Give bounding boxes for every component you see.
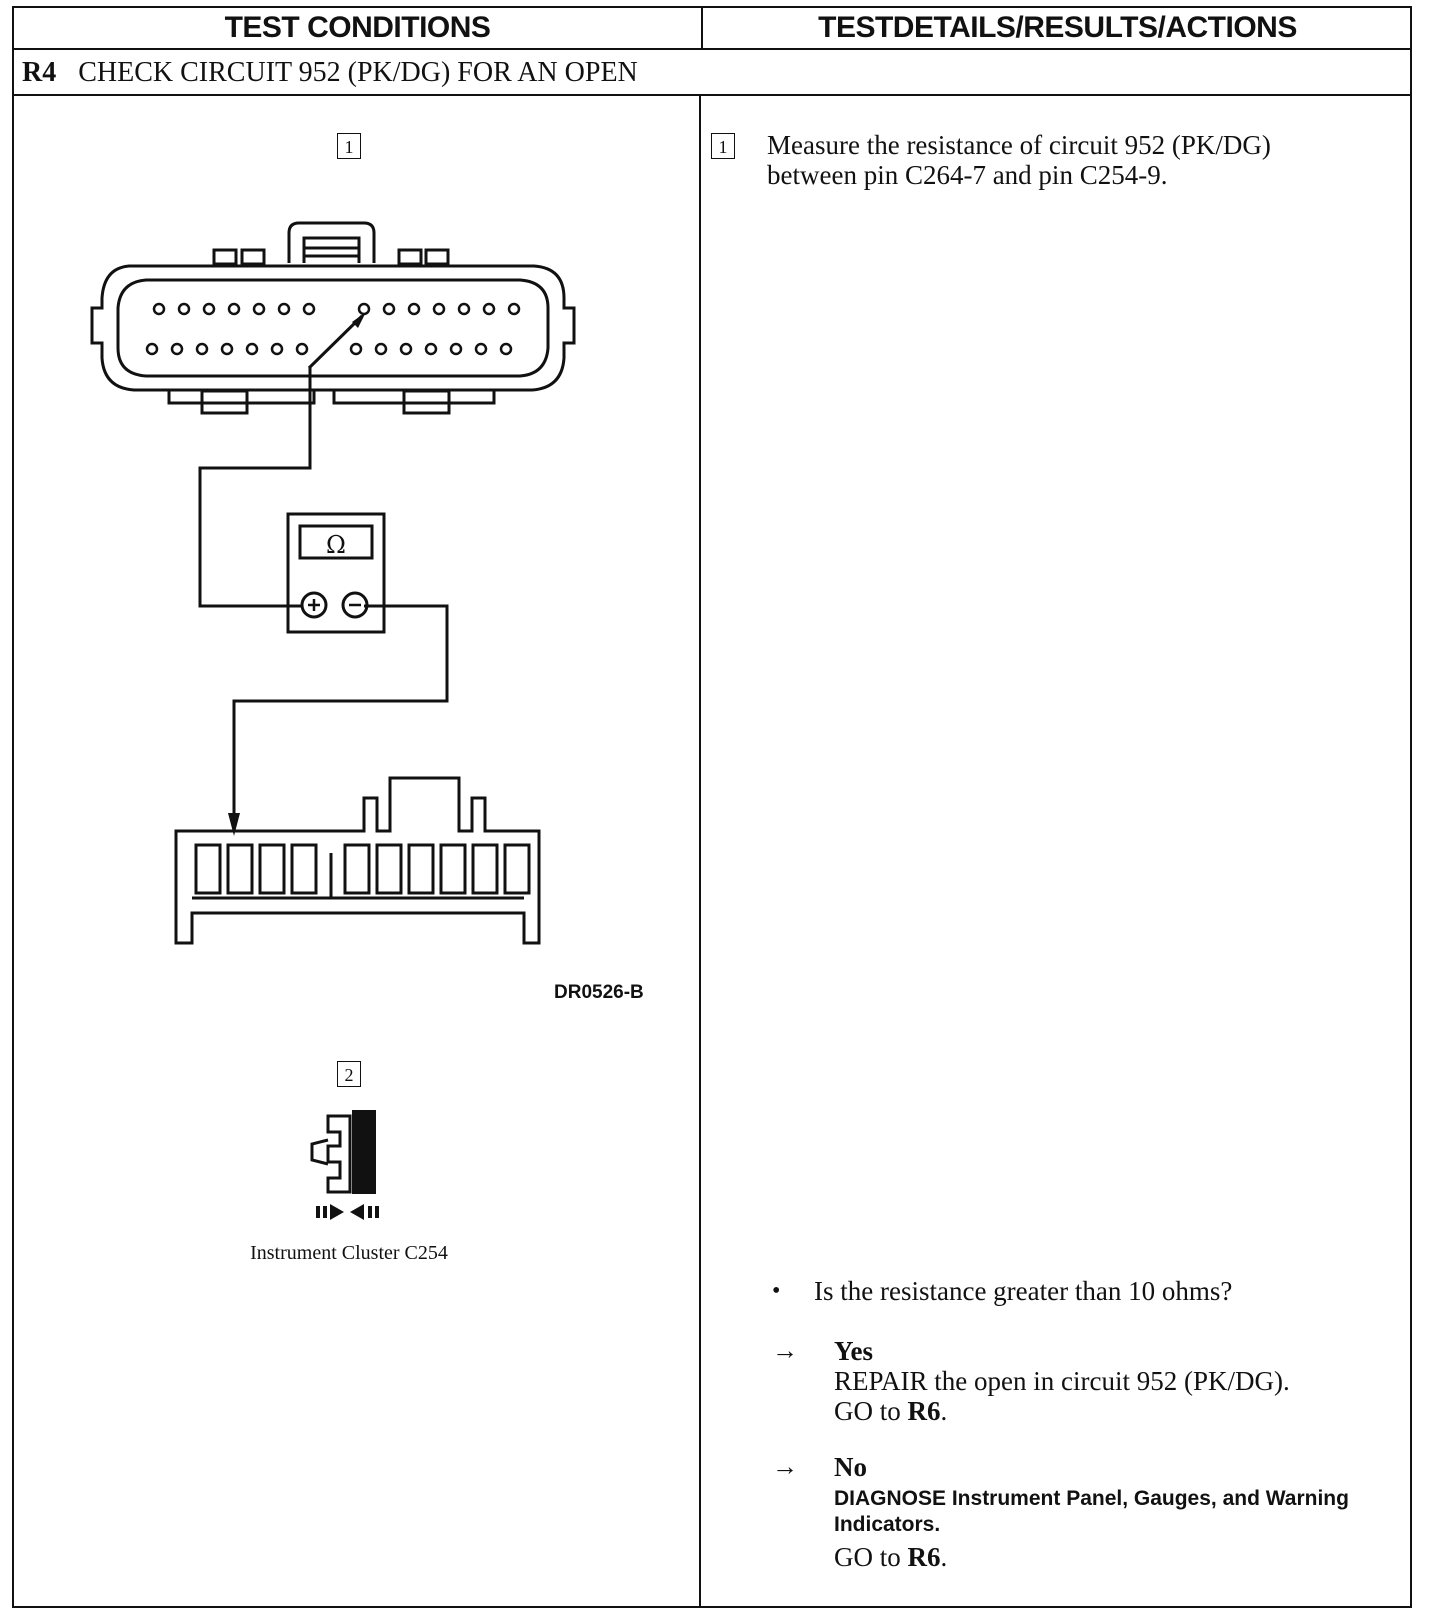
yes-goto-target: R6 [907, 1396, 941, 1426]
column-header-test-details: TESTDETAILS/RESULTS/ACTIONS [818, 11, 1297, 44]
figure-id: DR0526-B [554, 982, 644, 1003]
column-header-test-conditions: TEST CONDITIONS [224, 11, 491, 44]
question-text: Is the resistance greater than 10 ohms? [814, 1276, 1233, 1306]
figure2-caption: Instrument Cluster C254 [250, 1242, 448, 1264]
no-goto: GO to R6. [834, 1542, 948, 1572]
yes-action: REPAIR the open in circuit 952 (PK/DG). [834, 1366, 1290, 1396]
no-label: No [834, 1452, 867, 1482]
yes-label: Yes [834, 1336, 873, 1366]
step-divider [14, 94, 1410, 96]
connector-c264-diagram: Ω [90, 221, 576, 945]
right-arrow-icon: → [772, 1452, 798, 1481]
step-code: R4 [22, 57, 57, 88]
bullet-icon: • [772, 1278, 781, 1304]
step-title-bar: R4 CHECK CIRCUIT 952 (PK/DG) FOR AN OPEN [22, 52, 638, 94]
figure1-callout: 1 [337, 133, 361, 159]
figure2-callout: 2 [337, 1061, 361, 1087]
details-callout: 1 [711, 133, 735, 159]
body-column-divider [699, 94, 701, 1606]
step-title: CHECK CIRCUIT 952 (PK/DG) FOR AN OPEN [78, 57, 638, 88]
no-goto-target: R6 [907, 1542, 941, 1572]
right-arrow-icon: → [772, 1336, 798, 1365]
meter-symbol: Ω [326, 531, 346, 559]
header-divider [14, 48, 1410, 50]
test-step-table: TEST CONDITIONS TESTDETAILS/RESULTS/ACTI… [12, 6, 1412, 1608]
no-action: DIAGNOSE Instrument Panel, Gauges, and W… [834, 1487, 1349, 1536]
yes-goto: GO to R6. [834, 1396, 948, 1426]
connector-disconnect-icon [310, 1110, 379, 1220]
header-column-divider [701, 8, 703, 50]
instruction-text: Measure the resistance of circuit 952 (P… [767, 130, 1271, 190]
